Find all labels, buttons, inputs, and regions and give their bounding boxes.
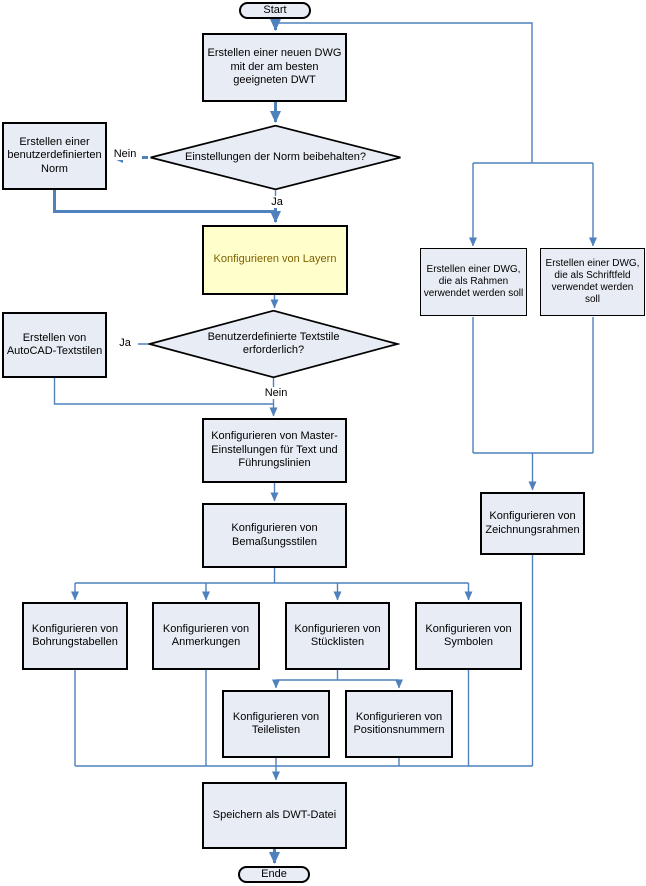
flow-node-custom-norm: Erstellen einer benutzerdefinierten Norm	[2, 122, 107, 190]
flow-node-stuecklisten: Konfigurieren von Stücklisten	[285, 602, 390, 670]
flow-node-layers-label: Konfigurieren von Layern	[213, 253, 337, 266]
flow-node-zeichnungsrahmen: Konfigurieren von Zeichnungsrahmen	[480, 492, 585, 555]
flow-node-ende: Ende	[238, 866, 310, 883]
edge-label-ja-norm: Ja	[264, 196, 290, 209]
flow-node-start-label: Start	[263, 3, 287, 16]
flow-node-positionsnummern-label: Konfigurieren von Positionsnummern	[353, 710, 445, 736]
flow-node-autocad-textstyles: Erstellen von AutoCAD-Textstilen	[2, 312, 107, 378]
flow-node-ende-label: Ende	[261, 867, 287, 880]
edge-label-nein-textstile: Nein	[258, 387, 294, 400]
flow-node-new-dwg-label: Erstellen einer neuen DWG mit der am bes…	[207, 47, 342, 87]
edge-label-ja-textstile: Ja	[112, 337, 138, 350]
flow-node-speichern: Speichern als DWT-Datei	[202, 782, 347, 849]
flow-node-bohrungstabellen-label: Konfigurieren von Bohrungstabellen	[31, 622, 119, 648]
flow-node-dwg-rahmen: Erstellen einer DWG, die als Rahmen verw…	[420, 248, 527, 316]
flow-node-anmerkungen: Konfigurieren von Anmerkungen	[152, 602, 260, 670]
flow-node-zeichnungsrahmen-label: Konfigurieren von Zeichnungsrahmen	[485, 510, 580, 536]
flow-node-autocad-textstyles-label: Erstellen von AutoCAD-Textstilen	[6, 331, 103, 357]
flow-node-bemassungsstile-label: Konfigurieren von Bemaßungsstilen	[231, 522, 318, 548]
flow-node-anmerkungen-label: Konfigurieren von Anmerkungen	[162, 622, 250, 648]
flow-node-dwg-schriftfeld-label: Erstellen einer DWG, die als Schriftfeld…	[545, 257, 640, 306]
flow-decision-norm: Einstellungen der Norm beibehalten?	[148, 125, 403, 190]
flow-node-master-settings-label: Konfigurieren von Master-Einstellungen f…	[211, 430, 338, 470]
flow-node-bemassungsstile: Konfigurieren von Bemaßungsstilen	[202, 503, 347, 568]
flow-node-symbole: Konfigurieren von Symbolen	[415, 602, 522, 670]
flow-node-dwg-rahmen-label: Erstellen einer DWG, die als Rahmen verw…	[423, 263, 524, 300]
edge-label-nein-norm: Nein	[108, 148, 142, 161]
flow-node-symbole-label: Konfigurieren von Symbolen	[425, 622, 512, 648]
diamond-shape	[147, 310, 400, 378]
diamond-shape	[148, 125, 403, 190]
flow-decision-textstile-label: Benutzerdefinierte Textstile erforderlic…	[207, 330, 340, 356]
flow-node-master-settings: Konfigurieren von Master-Einstellungen f…	[202, 418, 347, 483]
flow-decision-norm-label: Einstellungen der Norm beibehalten?	[184, 150, 366, 163]
flow-node-dwg-schriftfeld: Erstellen einer DWG, die als Schriftfeld…	[540, 248, 645, 316]
flow-decision-textstile: Benutzerdefinierte Textstile erforderlic…	[147, 310, 400, 378]
flow-node-custom-norm-label: Erstellen einer benutzerdefinierten Norm	[7, 135, 102, 175]
flow-node-teilelisten: Konfigurieren von Teilelisten	[222, 690, 330, 758]
flow-node-teilelisten-label: Konfigurieren von Teilelisten	[232, 710, 320, 736]
flow-node-layers: Konfigurieren von Layern	[202, 225, 348, 295]
flow-node-speichern-label: Speichern als DWT-Datei	[212, 808, 337, 821]
flow-node-positionsnummern: Konfigurieren von Positionsnummern	[345, 690, 453, 758]
flow-node-new-dwg: Erstellen einer neuen DWG mit der am bes…	[202, 33, 347, 102]
flow-node-start: Start	[239, 2, 311, 19]
flow-node-bohrungstabellen: Konfigurieren von Bohrungstabellen	[22, 602, 128, 670]
flow-node-stuecklisten-label: Konfigurieren von Stücklisten	[294, 622, 381, 648]
